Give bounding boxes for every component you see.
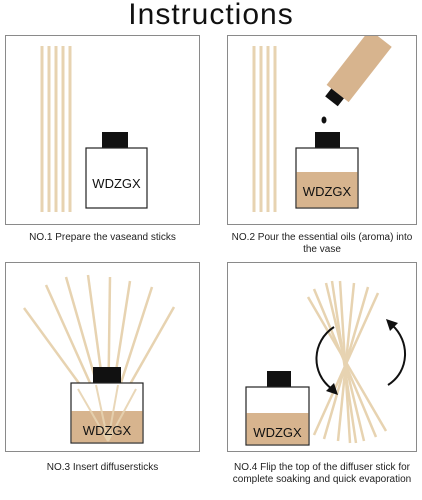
oil-drop [321,116,327,124]
step-4-panel: WDZGX [227,262,417,452]
rotate-arrows-icon [315,319,406,395]
bottle-label: WDZGX [83,423,132,438]
step-3-text: Insert diffusersticks [72,462,159,473]
vase-icon: WDZGX [295,132,359,209]
page-title: Instructions [128,0,294,31]
step-2-panel: WDZGX [227,35,417,225]
reed-sticks-icon [40,46,72,212]
step-3-number: NO.3 [46,462,71,473]
step-2-number: NO.2 [231,232,256,243]
reed-sticks-icon [306,280,388,444]
step-4-text: Flip the top of the diffuser stick for c… [232,462,412,485]
step-3-panel: WDZGX [5,262,200,452]
step-4-caption: NO.4 Flip the top of the diffuser stick … [227,462,417,486]
step-3-illustration: WDZGX [22,274,176,444]
bottle-label: WDZGX [92,176,141,191]
step-2-illustration: WDZGX [252,36,392,212]
step-4-number: NO.4 [233,462,258,473]
bottle-label: WDZGX [253,425,302,440]
step-1-text: Prepare the vaseand sticks [55,232,176,243]
vase-icon: WDZGX [245,371,310,446]
bottle-label: WDZGX [303,184,352,199]
step-1-number: NO.1 [29,232,53,243]
step-2-caption: NO.2 Pour the essential oils (aroma) int… [227,232,417,256]
step-1-illustration: WDZGX [40,46,148,212]
step-4-illustration: WDZGX [245,280,406,446]
vase-icon: WDZGX [70,367,144,444]
step-1-caption: NO.1 Prepare the vaseand sticks [5,232,200,244]
step-2-text: Pour the essential oils (aroma) into the… [257,232,413,255]
reed-sticks-icon [252,46,277,212]
oil-bottle-icon [325,36,392,107]
step-3-caption: NO.3 Insert diffusersticks [5,462,200,474]
vase-icon: WDZGX [85,132,148,209]
step-1-panel: WDZGX [5,35,200,225]
